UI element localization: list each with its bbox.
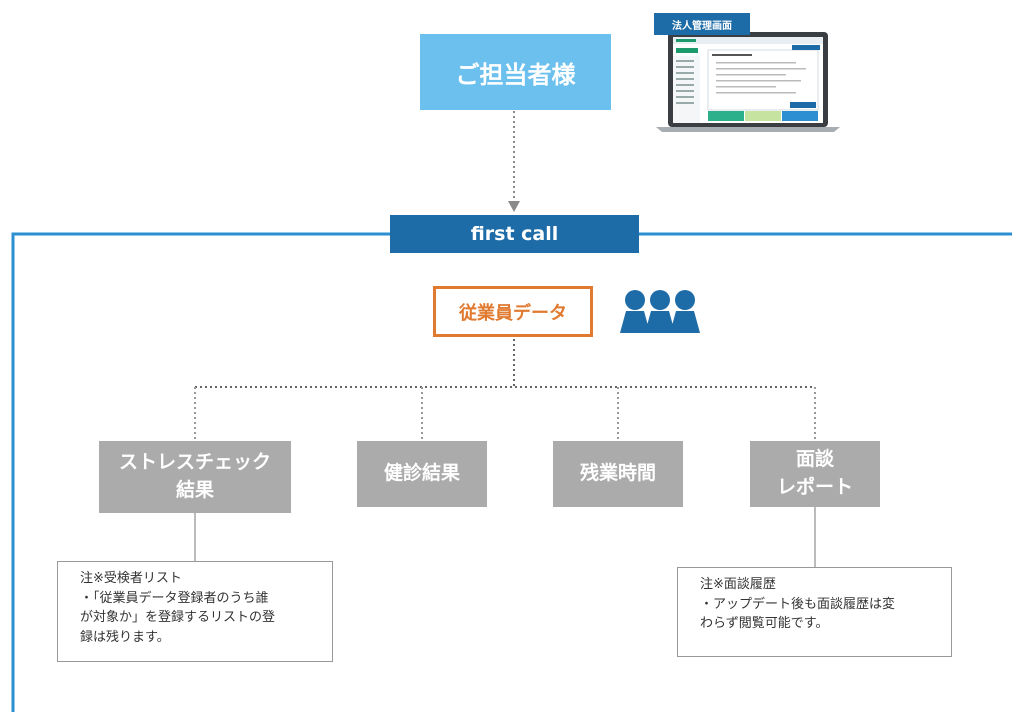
- stress-check-line2: 結果: [175, 479, 214, 501]
- note-line: ・「従業員データ登録者のうち誰: [80, 590, 269, 606]
- overtime-hours-label: 残業時間: [579, 462, 656, 485]
- note-line: 注※受検者リスト: [80, 571, 182, 586]
- stress-check-results-box: ストレスチェック 結果: [99, 441, 291, 513]
- health-checkup-label: 健診結果: [383, 462, 460, 485]
- interview-report-box: 面談 レポート: [750, 441, 880, 507]
- note-line: 録は残ります。: [80, 629, 170, 645]
- laptop-icon: [656, 32, 840, 132]
- stress-check-line1: ストレスチェック: [118, 451, 271, 474]
- arrow-head: [508, 201, 520, 212]
- interview-report-line2: レポート: [776, 476, 853, 498]
- note-line: 注※面談履歴: [700, 577, 776, 592]
- examinee-list-note: 注※受検者リスト ・「従業員データ登録者のうち誰 が対象か」を登録するリストの登…: [57, 561, 333, 662]
- contact-person-label: ご担当者様: [455, 60, 576, 89]
- outer-frame-left: [11, 232, 390, 712]
- people-icon: [620, 290, 700, 333]
- overtime-hours-box: 残業時間: [553, 441, 683, 507]
- employee-data-label: 従業員データ: [459, 302, 567, 324]
- note-line: が対象か」を登録するリストの登: [80, 610, 276, 625]
- admin-screen-label: 法人管理画面: [654, 13, 750, 35]
- admin-screen-label-text: 法人管理画面: [672, 20, 732, 32]
- contact-person-box: ご担当者様: [420, 34, 611, 110]
- note-line: わらず閲覧可能です。: [700, 616, 829, 631]
- first-call-bar: first call: [390, 215, 639, 253]
- employee-data-box: 従業員データ: [433, 286, 593, 337]
- interview-history-note: 注※面談履歴 ・アップデート後も面談履歴は変 わらず閲覧可能です。: [677, 567, 952, 657]
- health-checkup-results-box: 健診結果: [357, 441, 487, 507]
- first-call-label: first call: [470, 223, 559, 245]
- interview-report-line1: 面談: [795, 448, 834, 471]
- note-line: ・アップデート後も面談履歴は変: [700, 596, 896, 612]
